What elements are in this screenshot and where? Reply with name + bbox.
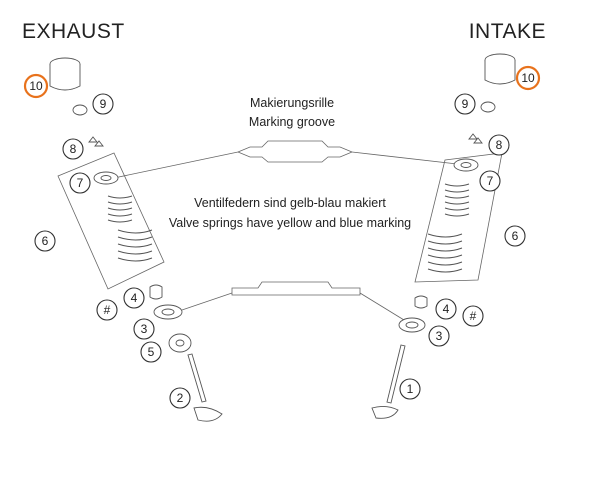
intake-callout-4: 4 bbox=[435, 298, 457, 320]
leader-exhaust-groove bbox=[113, 151, 239, 179]
intake-spring-box bbox=[414, 152, 503, 283]
svg-text:10: 10 bbox=[521, 71, 535, 85]
svg-text:2: 2 bbox=[177, 391, 184, 405]
svg-text:5: 5 bbox=[148, 345, 155, 359]
exhaust-valve-springs bbox=[107, 195, 153, 262]
marking-groove-label-en: Marking groove bbox=[248, 115, 336, 129]
intake-callout-7: 7 bbox=[479, 170, 501, 192]
intake-callout-hash: # bbox=[462, 305, 484, 327]
exhaust-callout-3: 3 bbox=[133, 318, 155, 340]
svg-text:4: 4 bbox=[131, 291, 138, 305]
intake-heading: INTAKE bbox=[468, 20, 546, 43]
exhaust-valve bbox=[187, 353, 223, 422]
exhaust-callout-6: 6 bbox=[34, 230, 56, 252]
leader-intake-lower bbox=[359, 292, 405, 321]
intake-callout-9: 9 bbox=[454, 93, 476, 115]
svg-text:4: 4 bbox=[443, 302, 450, 316]
intake-valve bbox=[371, 344, 406, 419]
leader-exhaust-lower bbox=[181, 292, 233, 311]
svg-text:6: 6 bbox=[42, 234, 49, 248]
exhaust-callout-hash: # bbox=[96, 299, 118, 321]
svg-text:7: 7 bbox=[77, 176, 84, 190]
exhaust-spring-retainer bbox=[93, 171, 119, 185]
valve-springs-label-en: Valve springs have yellow and blue marki… bbox=[168, 216, 412, 230]
exhaust-shim bbox=[72, 104, 88, 116]
exhaust-spring-seat bbox=[153, 304, 183, 320]
svg-text:9: 9 bbox=[100, 97, 107, 111]
svg-text:#: # bbox=[470, 309, 477, 323]
intake-callout-10: 10 bbox=[515, 65, 541, 91]
valve-springs-label-de: Ventilfedern sind gelb-blau makiert bbox=[194, 196, 386, 210]
svg-text:7: 7 bbox=[487, 174, 494, 188]
intake-shim bbox=[480, 101, 496, 113]
exhaust-callout-5: 5 bbox=[140, 341, 162, 363]
svg-text:6: 6 bbox=[512, 229, 519, 243]
valve-springs-note: Ventilfedern sind gelb-blau makiert Valv… bbox=[150, 193, 430, 233]
svg-text:3: 3 bbox=[141, 322, 148, 336]
intake-spring-retainer bbox=[453, 158, 479, 172]
lower-groove-outline bbox=[231, 281, 361, 296]
svg-text:8: 8 bbox=[70, 142, 77, 156]
intake-spring-seat bbox=[398, 317, 426, 333]
exhaust-valve-stem-seal bbox=[149, 284, 163, 300]
intake-callout-3: 3 bbox=[428, 325, 450, 347]
exhaust-bucket-tappet bbox=[49, 57, 81, 91]
intake-callout-6: 6 bbox=[504, 225, 526, 247]
intake-callout-8: 8 bbox=[488, 134, 510, 156]
upper-groove-outline bbox=[237, 140, 353, 163]
svg-text:1: 1 bbox=[407, 382, 414, 396]
marking-groove-label-de: Makierungsrille bbox=[249, 96, 335, 110]
svg-text:10: 10 bbox=[29, 79, 43, 93]
svg-text:8: 8 bbox=[496, 138, 503, 152]
intake-bucket-tappet bbox=[484, 53, 516, 85]
exhaust-heading: EXHAUST bbox=[22, 20, 125, 43]
intake-callout-1: 1 bbox=[399, 378, 421, 400]
exhaust-washer bbox=[168, 333, 192, 353]
svg-text:9: 9 bbox=[462, 97, 469, 111]
intake-valve-springs bbox=[427, 183, 470, 273]
svg-text:3: 3 bbox=[436, 329, 443, 343]
exhaust-callout-4: 4 bbox=[123, 287, 145, 309]
intake-valve-stem-seal bbox=[414, 295, 428, 309]
exhaust-spring-box bbox=[57, 152, 165, 290]
svg-text:#: # bbox=[104, 303, 111, 317]
exhaust-callout-8: 8 bbox=[62, 138, 84, 160]
marking-groove-note: Makierungsrille Marking groove bbox=[222, 94, 362, 132]
exhaust-valve-keepers bbox=[88, 136, 104, 147]
exhaust-callout-9: 9 bbox=[92, 93, 114, 115]
exhaust-callout-10: 10 bbox=[23, 73, 49, 99]
intake-valve-keepers bbox=[468, 133, 483, 144]
exhaust-callout-7: 7 bbox=[69, 172, 91, 194]
leader-intake-groove bbox=[351, 151, 467, 166]
exhaust-callout-2: 2 bbox=[169, 387, 191, 409]
